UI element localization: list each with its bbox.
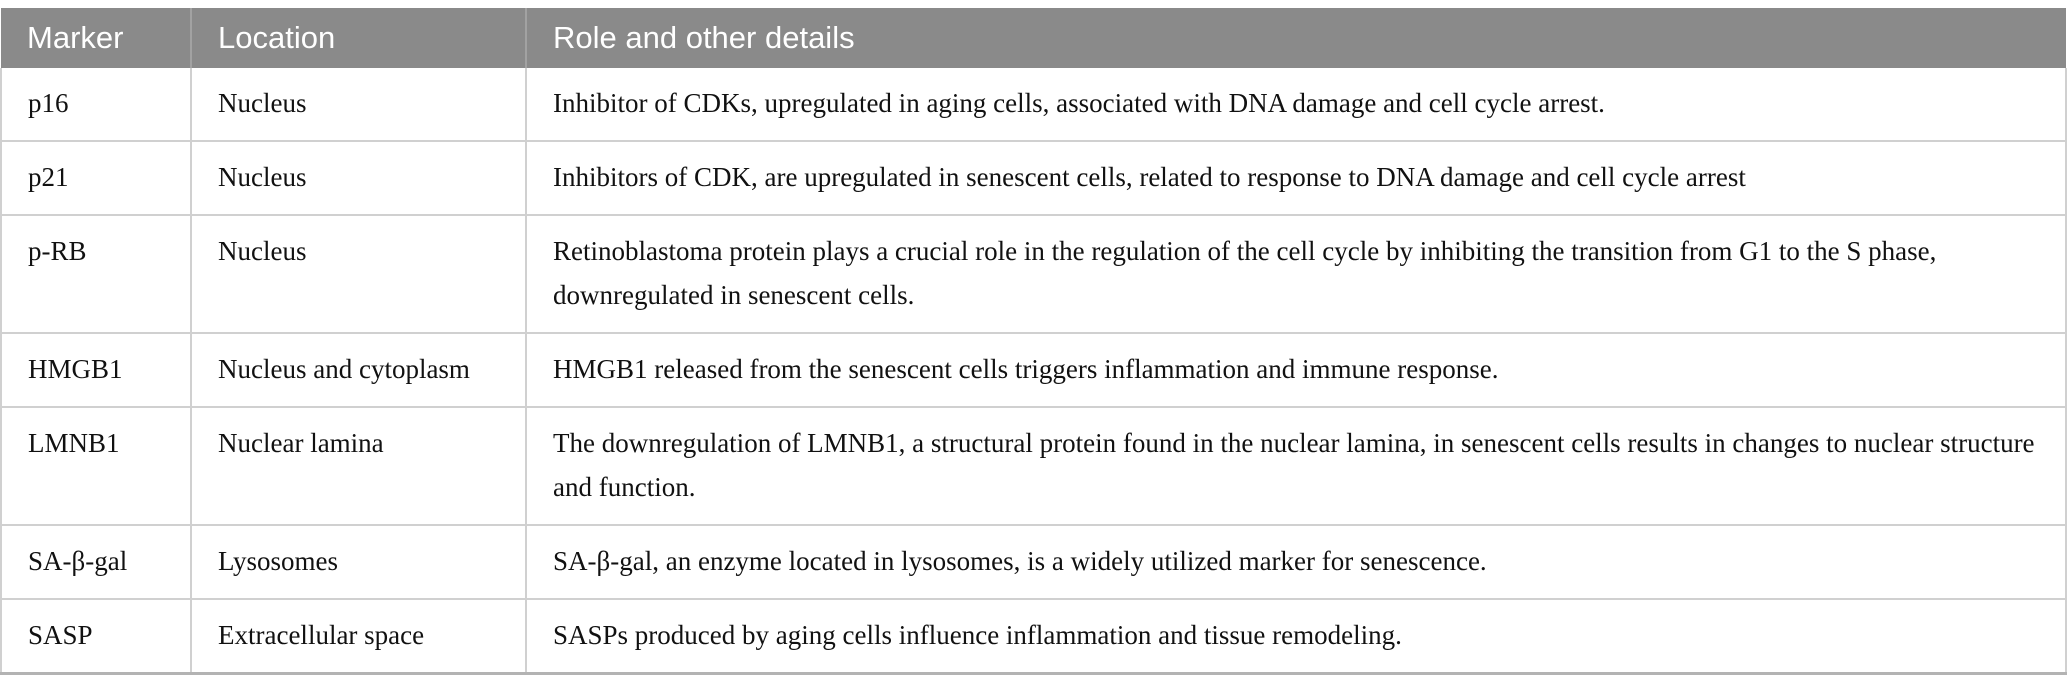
marker-cell: p-RB — [0, 215, 192, 334]
column-header-location: Location — [191, 8, 527, 68]
location-cell: Nuclear lamina — [191, 407, 527, 526]
location-cell: Nucleus — [191, 215, 527, 334]
role-cell: SASPs produced by aging cells influence … — [526, 599, 2067, 675]
header-row: Marker Location Role and other details — [1, 8, 2066, 68]
location-cell: Nucleus and cytoplasm — [191, 333, 527, 408]
table-row: HMGB1 Nucleus and cytoplasm HMGB1 releas… — [0, 333, 2067, 408]
role-cell: Inhibitor of CDKs, upregulated in aging … — [526, 68, 2067, 142]
table-header: Marker Location Role and other details — [1, 8, 2066, 68]
senescence-markers-table: Marker Location Role and other details p… — [0, 8, 2067, 675]
marker-cell: SASP — [0, 599, 192, 675]
table-row: SASP Extracellular space SASPs produced … — [0, 599, 2067, 675]
role-cell: The downregulation of LMNB1, a structura… — [526, 407, 2067, 526]
paper-table-figure: Marker Location Role and other details p… — [0, 8, 2067, 675]
table-row: p21 Nucleus Inhibitors of CDK, are upreg… — [0, 141, 2067, 216]
marker-cell: LMNB1 — [0, 407, 192, 526]
column-header-role: Role and other details — [526, 8, 2066, 68]
table-row: SA-β-gal Lysosomes SA-β-gal, an enzyme l… — [0, 525, 2067, 600]
table-body: p16 Nucleus Inhibitor of CDKs, upregulat… — [0, 68, 2067, 675]
table-row: LMNB1 Nuclear lamina The downregulation … — [0, 407, 2067, 526]
role-cell: HMGB1 released from the senescent cells … — [526, 333, 2067, 408]
location-cell: Nucleus — [191, 68, 527, 142]
table-row: p16 Nucleus Inhibitor of CDKs, upregulat… — [0, 68, 2067, 142]
marker-cell: HMGB1 — [0, 333, 192, 408]
marker-cell: p21 — [0, 141, 192, 216]
location-cell: Extracellular space — [191, 599, 527, 675]
role-cell: Inhibitors of CDK, are upregulated in se… — [526, 141, 2067, 216]
table-row: p-RB Nucleus Retinoblastoma protein play… — [0, 215, 2067, 334]
marker-cell: SA-β-gal — [0, 525, 192, 600]
role-cell: SA-β-gal, an enzyme located in lysosomes… — [526, 525, 2067, 600]
role-cell: Retinoblastoma protein plays a crucial r… — [526, 215, 2067, 334]
column-header-marker: Marker — [1, 8, 192, 68]
location-cell: Nucleus — [191, 141, 527, 216]
location-cell: Lysosomes — [191, 525, 527, 600]
marker-cell: p16 — [0, 68, 192, 142]
